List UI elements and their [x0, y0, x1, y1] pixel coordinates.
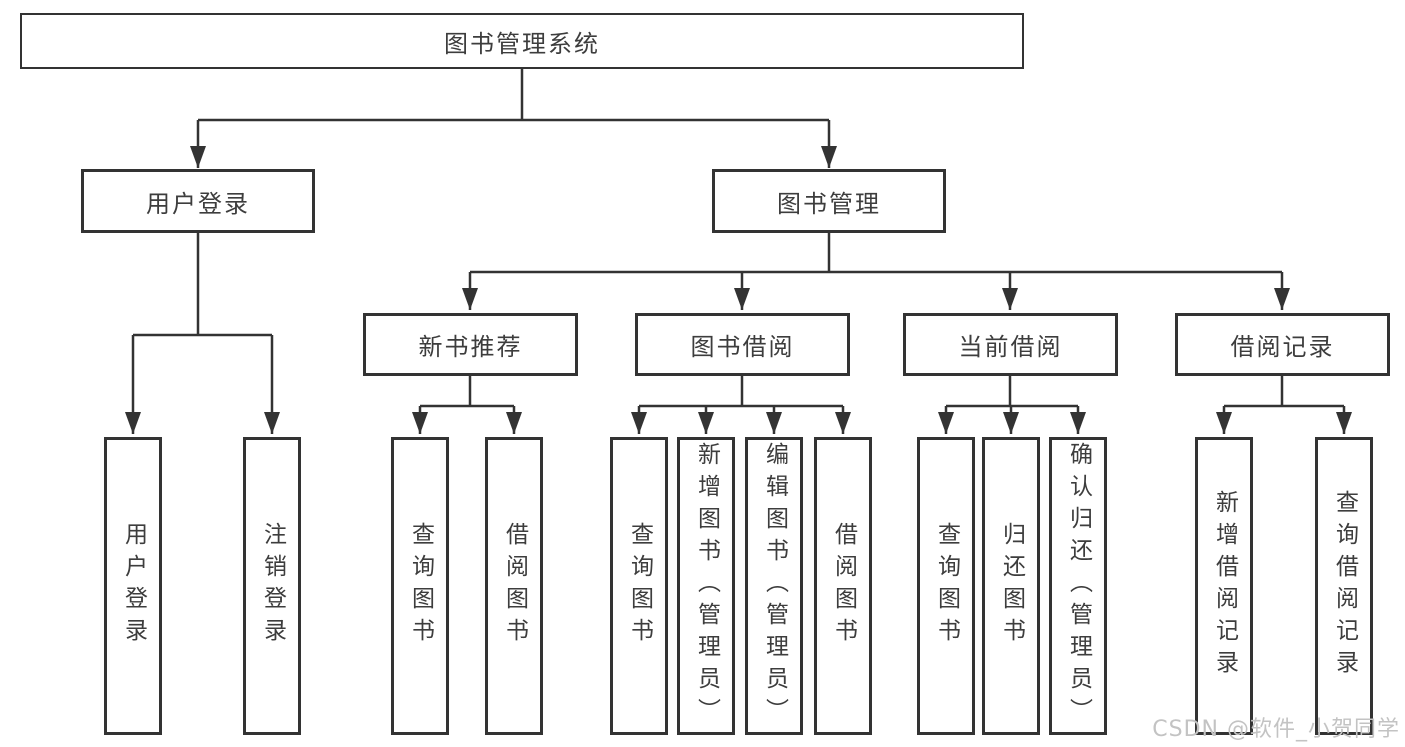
csdn-watermark: CSDN @软件_小贺同学	[1152, 717, 1400, 742]
leaf-user-login: 用户登录	[104, 437, 162, 735]
node-book-borrow: 图书借阅	[635, 313, 850, 376]
leaf-borrow-query-books: 查询图书	[610, 437, 668, 735]
leaf-recommend-borrow-books: 借阅图书	[485, 437, 543, 735]
leaf-current-query-books: 查询图书	[917, 437, 975, 735]
node-root-system: 图书管理系统	[20, 13, 1024, 69]
node-borrow-records: 借阅记录	[1175, 313, 1390, 376]
leaf-add-borrow-record: 新增借阅记录	[1195, 437, 1253, 735]
leaf-return-book: 归还图书	[982, 437, 1040, 735]
node-current-borrow: 当前借阅	[903, 313, 1118, 376]
leaf-query-borrow-record: 查询借阅记录	[1315, 437, 1373, 735]
leaf-logout: 注销登录	[243, 437, 301, 735]
node-book-management: 图书管理	[712, 169, 946, 233]
node-user-login: 用户登录	[81, 169, 315, 233]
leaf-recommend-query-books: 查询图书	[391, 437, 449, 735]
leaf-add-book-admin: 新增图书（管理员）	[677, 437, 735, 735]
leaf-confirm-return-admin: 确认归还（管理员）	[1049, 437, 1107, 735]
leaf-borrow-books: 借阅图书	[814, 437, 872, 735]
leaf-edit-book-admin: 编辑图书（管理员）	[745, 437, 803, 735]
node-new-book-recommend: 新书推荐	[363, 313, 578, 376]
